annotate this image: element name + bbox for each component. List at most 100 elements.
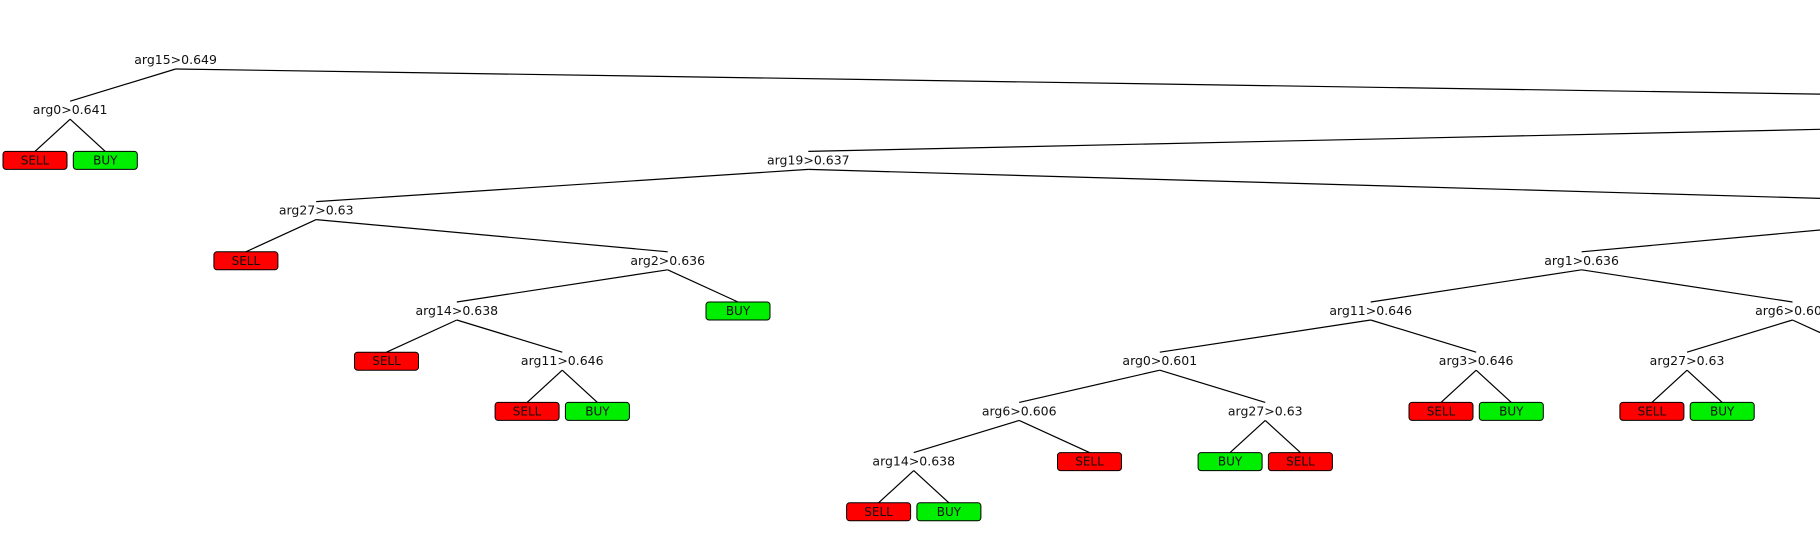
- leaf-box: [354, 351, 419, 371]
- tree-edge: [1686, 319, 1793, 353]
- tree-edge: [1686, 369, 1723, 403]
- leaf-box: [1267, 452, 1333, 472]
- split-node-label: arg27>0.63: [1228, 403, 1303, 418]
- leaf-box: [2, 150, 68, 170]
- leaf-sell: SELL: [354, 351, 419, 371]
- leaf-buy: BUY: [1478, 401, 1544, 421]
- split-node-label: arg27>0.63: [1650, 353, 1725, 368]
- tree-edge: [1792, 319, 1820, 334]
- leaf-box: [213, 251, 279, 271]
- leaf-label: SELL: [864, 505, 893, 519]
- leaf-buy: BUY: [1197, 452, 1263, 472]
- leaf-box: [1057, 452, 1122, 472]
- leaf-buy: BUY: [564, 401, 630, 421]
- tree-edge: [1159, 369, 1266, 403]
- leaf-sell: SELL: [213, 251, 279, 271]
- leaf-label: SELL: [1427, 404, 1456, 418]
- leaf-sell: SELL: [1619, 401, 1685, 421]
- leaf-sell: SELL: [2, 150, 68, 170]
- split-node-label: arg14>0.638: [415, 303, 498, 318]
- leaf-label: SELL: [232, 254, 261, 268]
- leaf-label: BUY: [1499, 404, 1524, 418]
- leaf-label: SELL: [513, 404, 542, 418]
- tree-edge: [913, 419, 1020, 454]
- split-node-label: arg2>0.636: [630, 253, 705, 268]
- split-node-label: arg11>0.646: [521, 353, 604, 368]
- split-node-label: arg19>0.637: [767, 152, 850, 167]
- tree-edge: [316, 219, 668, 253]
- leaf-buy: BUY: [916, 502, 982, 522]
- leaf-box: [494, 401, 560, 421]
- tree-edge: [1651, 369, 1688, 403]
- split-node-label: arg15>0.649: [134, 52, 217, 67]
- split-node-label: arg0>0.601: [1122, 353, 1197, 368]
- leaf-label: SELL: [1638, 404, 1667, 418]
- split-node-label: arg27>0.63: [279, 203, 354, 218]
- tree-edge: [1159, 319, 1371, 353]
- tree-edge: [808, 128, 1820, 152]
- leaf-label: SELL: [1286, 455, 1315, 469]
- tree-edge: [175, 68, 1820, 95]
- split-node-label: arg6>0.606: [1755, 303, 1820, 318]
- leaf-box: [1689, 401, 1755, 421]
- leaf-label: BUY: [1218, 455, 1243, 469]
- leaf-box: [72, 150, 138, 170]
- leaf-box: [1478, 401, 1544, 421]
- tree-nodes: arg15>0.649arg0>0.641SELLBUYarg16>0.618a…: [2, 52, 1820, 522]
- leaf-buy: BUY: [72, 150, 138, 170]
- leaf-sell: SELL: [494, 401, 560, 421]
- tree-edge: [245, 219, 317, 253]
- leaf-label: BUY: [1710, 404, 1735, 418]
- split-node-label: arg14>0.638: [872, 454, 955, 469]
- leaf-buy: BUY: [705, 301, 771, 321]
- tree-edges: [34, 68, 1820, 504]
- tree-edge: [1229, 419, 1266, 454]
- leaf-sell: SELL: [846, 502, 912, 522]
- split-node-label: arg1>0.636: [1544, 253, 1619, 268]
- leaf-sell: SELL: [1057, 452, 1122, 472]
- tree-edge: [808, 168, 1820, 199]
- tree-edge: [1581, 229, 1820, 253]
- tree-edge: [1018, 419, 1090, 454]
- tree-edge: [1264, 419, 1301, 454]
- tree-edge: [34, 118, 71, 152]
- leaf-sell: SELL: [1267, 452, 1333, 472]
- leaf-box: [564, 401, 630, 421]
- tree-edge: [69, 68, 176, 102]
- split-node-label: arg6>0.606: [982, 403, 1057, 418]
- tree-edge: [1581, 269, 1793, 303]
- leaf-box: [1197, 452, 1263, 472]
- tree-edge: [667, 269, 739, 303]
- tree-edge: [1019, 369, 1160, 403]
- tree-edge: [1440, 369, 1477, 403]
- tree-edge: [913, 470, 950, 504]
- leaf-box: [705, 301, 771, 321]
- leaf-label: BUY: [937, 505, 962, 519]
- leaf-label: BUY: [585, 404, 610, 418]
- tree-edge: [386, 319, 458, 353]
- tree-edge: [456, 319, 563, 353]
- tree-edge: [1475, 369, 1512, 403]
- tree-edge: [316, 168, 809, 203]
- leaf-label: BUY: [93, 153, 118, 167]
- leaf-label: SELL: [1075, 455, 1104, 469]
- leaf-sell: SELL: [1408, 401, 1474, 421]
- leaf-label: BUY: [726, 304, 751, 318]
- split-node-label: arg0>0.641: [33, 102, 108, 117]
- leaf-label: SELL: [21, 153, 50, 167]
- leaf-label: SELL: [372, 354, 401, 368]
- split-node-label: arg11>0.646: [1329, 303, 1412, 318]
- leaf-box: [1619, 401, 1685, 421]
- tree-edge: [526, 369, 563, 403]
- leaf-buy: BUY: [1689, 401, 1755, 421]
- leaf-box: [846, 502, 912, 522]
- leaf-box: [1408, 401, 1474, 421]
- tree-edge: [878, 470, 915, 504]
- tree-edge: [69, 118, 106, 152]
- tree-edge: [1370, 269, 1582, 303]
- tree-edge: [456, 269, 668, 303]
- tree-edge: [1370, 319, 1477, 353]
- leaf-box: [916, 502, 982, 522]
- tree-edge: [561, 369, 598, 403]
